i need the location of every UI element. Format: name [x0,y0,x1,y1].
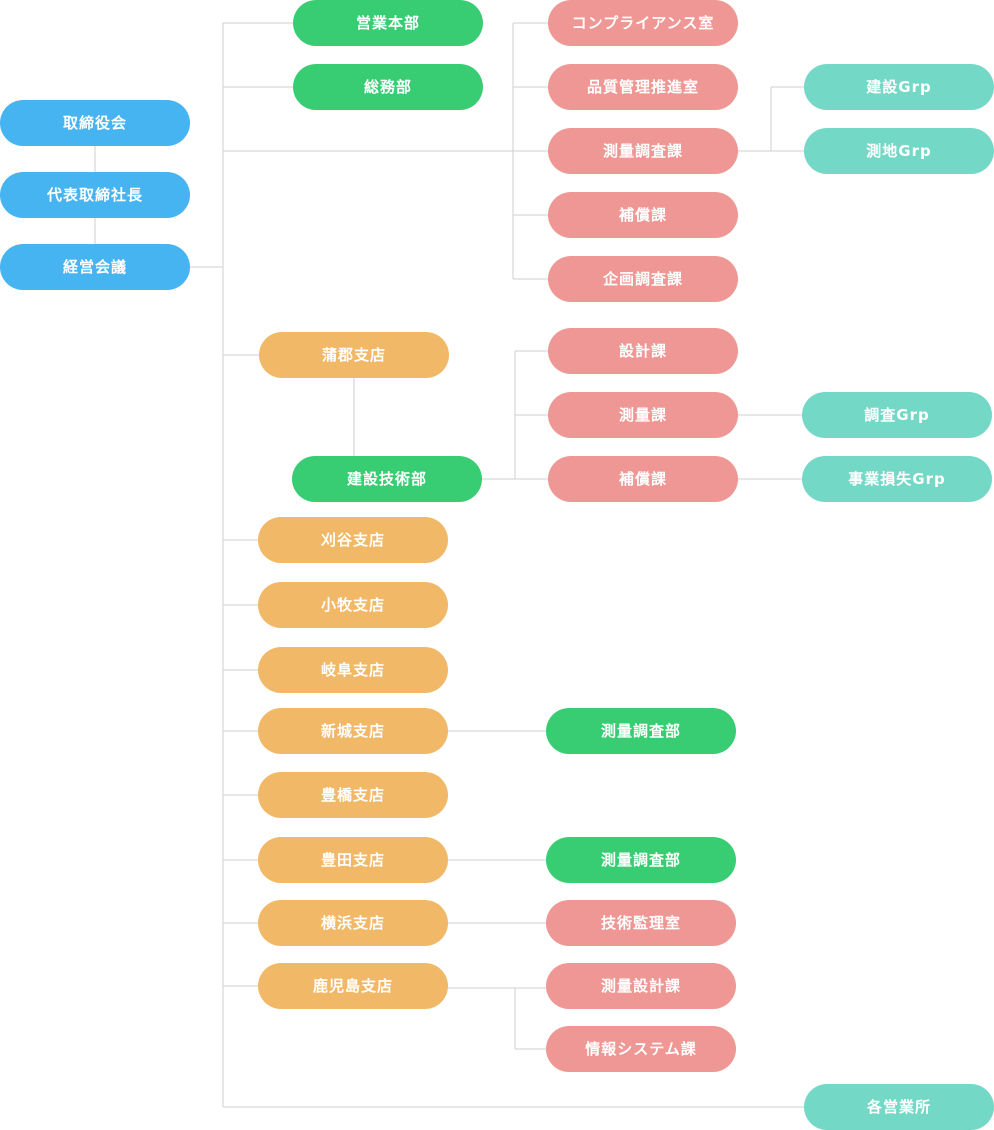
node-survey-investigation-section: 測量調査課 [548,128,738,174]
node-branch-toyohashi: 豊橋支店 [258,772,448,818]
node-shinshiro-survey-dept: 測量調査部 [546,708,736,754]
node-ctd-compensation-section: 補償課 [548,456,738,502]
node-general-affairs: 総務部 [293,64,483,110]
node-yokohama-tech-supervision: 技術監理室 [546,900,736,946]
node-survey-section: 測量課 [548,392,738,438]
node-sales-offices: 各営業所 [804,1084,994,1130]
node-branch-gamagori: 蒲郡支店 [259,332,449,378]
node-compliance-office: コンプライアンス室 [548,0,738,46]
node-quality-office: 品質管理推進室 [548,64,738,110]
node-president: 代表取締社長 [0,172,190,218]
node-geodesy-group: 測地Grp [804,128,994,174]
node-branch-yokohama: 横浜支店 [258,900,448,946]
node-kagoshima-survey-design: 測量設計課 [546,963,736,1009]
node-branch-kagoshima: 鹿児島支店 [258,963,448,1009]
node-branch-kariya: 刈谷支店 [258,517,448,563]
node-kagoshima-info-system: 情報システム課 [546,1026,736,1072]
node-construction-tech-dept: 建設技術部 [292,456,482,502]
node-business-loss-group: 事業損失Grp [802,456,992,502]
node-investigation-group: 調査Grp [802,392,992,438]
node-sales-hq: 営業本部 [293,0,483,46]
node-construction-group: 建設Grp [804,64,994,110]
node-design-section: 設計課 [548,328,738,374]
node-branch-komaki: 小牧支店 [258,582,448,628]
node-management-meeting: 経営会議 [0,244,190,290]
node-branch-gifu: 岐阜支店 [258,647,448,693]
node-toyota-survey-dept: 測量調査部 [546,837,736,883]
node-branch-shinshiro: 新城支店 [258,708,448,754]
node-board: 取締役会 [0,100,190,146]
node-compensation-section: 補償課 [548,192,738,238]
node-branch-toyota: 豊田支店 [258,837,448,883]
node-planning-section: 企画調査課 [548,256,738,302]
